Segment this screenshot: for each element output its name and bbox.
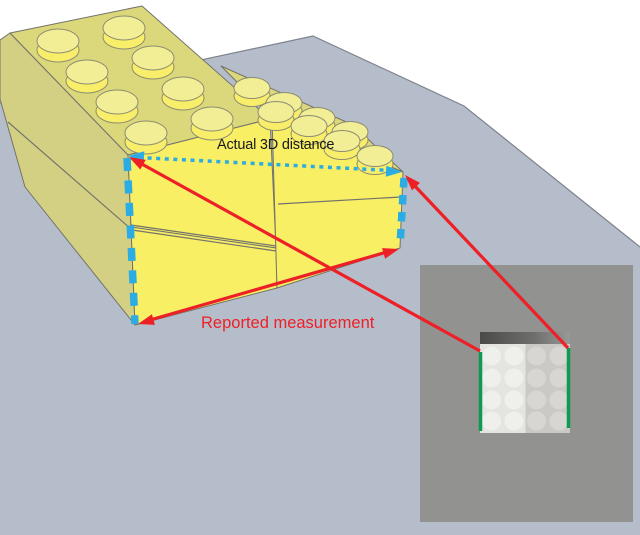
arrowhead-red-top-left bbox=[129, 157, 146, 170]
right-brick-studs bbox=[233, 77, 394, 175]
correspondence-line-left bbox=[129, 157, 481, 353]
correspondence-line-right bbox=[405, 175, 570, 350]
photo-shadow-strip bbox=[480, 332, 570, 345]
arrowhead-red-top-right bbox=[405, 175, 420, 191]
edge-marker-left-dashed bbox=[123, 157, 139, 325]
right-stack-seam-lines bbox=[277, 196, 402, 205]
left-stack-seam-lines bbox=[7, 121, 277, 252]
left-brick-studs bbox=[36, 15, 234, 155]
inset-photo bbox=[420, 265, 633, 522]
arrowhead-red-bottom-left bbox=[138, 314, 155, 325]
arrowhead-red-mid-right bbox=[382, 248, 399, 259]
photo-studs-right bbox=[527, 346, 569, 431]
edge-marker-right-dashed bbox=[396, 177, 408, 247]
actual-distance-label: Actual 3D distance bbox=[217, 137, 335, 153]
photo-studs-left bbox=[482, 346, 524, 431]
reported-measurement-arrow bbox=[138, 248, 399, 325]
reported-measurement-label: Reported measurement bbox=[201, 314, 375, 332]
arrowhead-blue-right bbox=[385, 165, 402, 177]
